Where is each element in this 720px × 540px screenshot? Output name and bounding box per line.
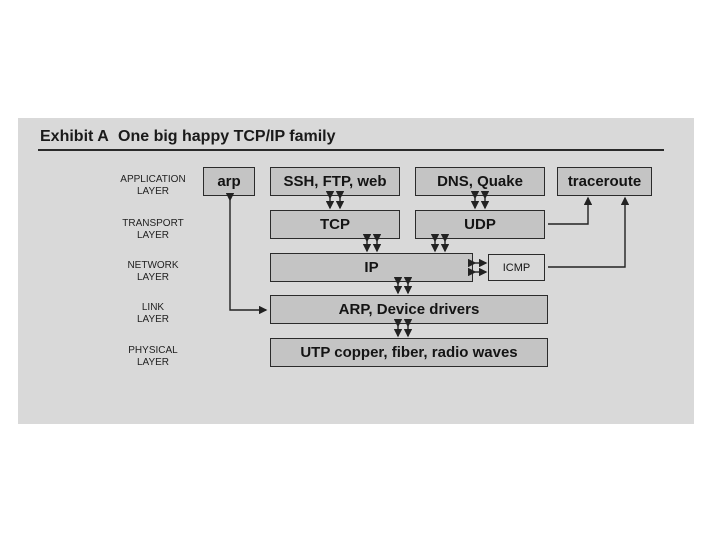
exhibit-label: Exhibit A	[40, 128, 109, 145]
box-link: ARP, Device drivers	[270, 295, 548, 324]
box-arp: arp	[203, 167, 255, 196]
box-dns-quake: DNS, Quake	[415, 167, 545, 196]
box-traceroute: traceroute	[557, 167, 652, 196]
box-udp: UDP	[415, 210, 545, 239]
box-ssh-ftp-web: SSH, FTP, web	[270, 167, 400, 196]
box-physical: UTP copper, fiber, radio waves	[270, 338, 548, 367]
header-rule	[38, 149, 664, 151]
box-ip: IP	[270, 253, 473, 282]
box-icmp: ICMP	[488, 254, 545, 281]
box-tcp: TCP	[270, 210, 400, 239]
exhibit-title: One big happy TCP/IP family	[118, 128, 336, 145]
